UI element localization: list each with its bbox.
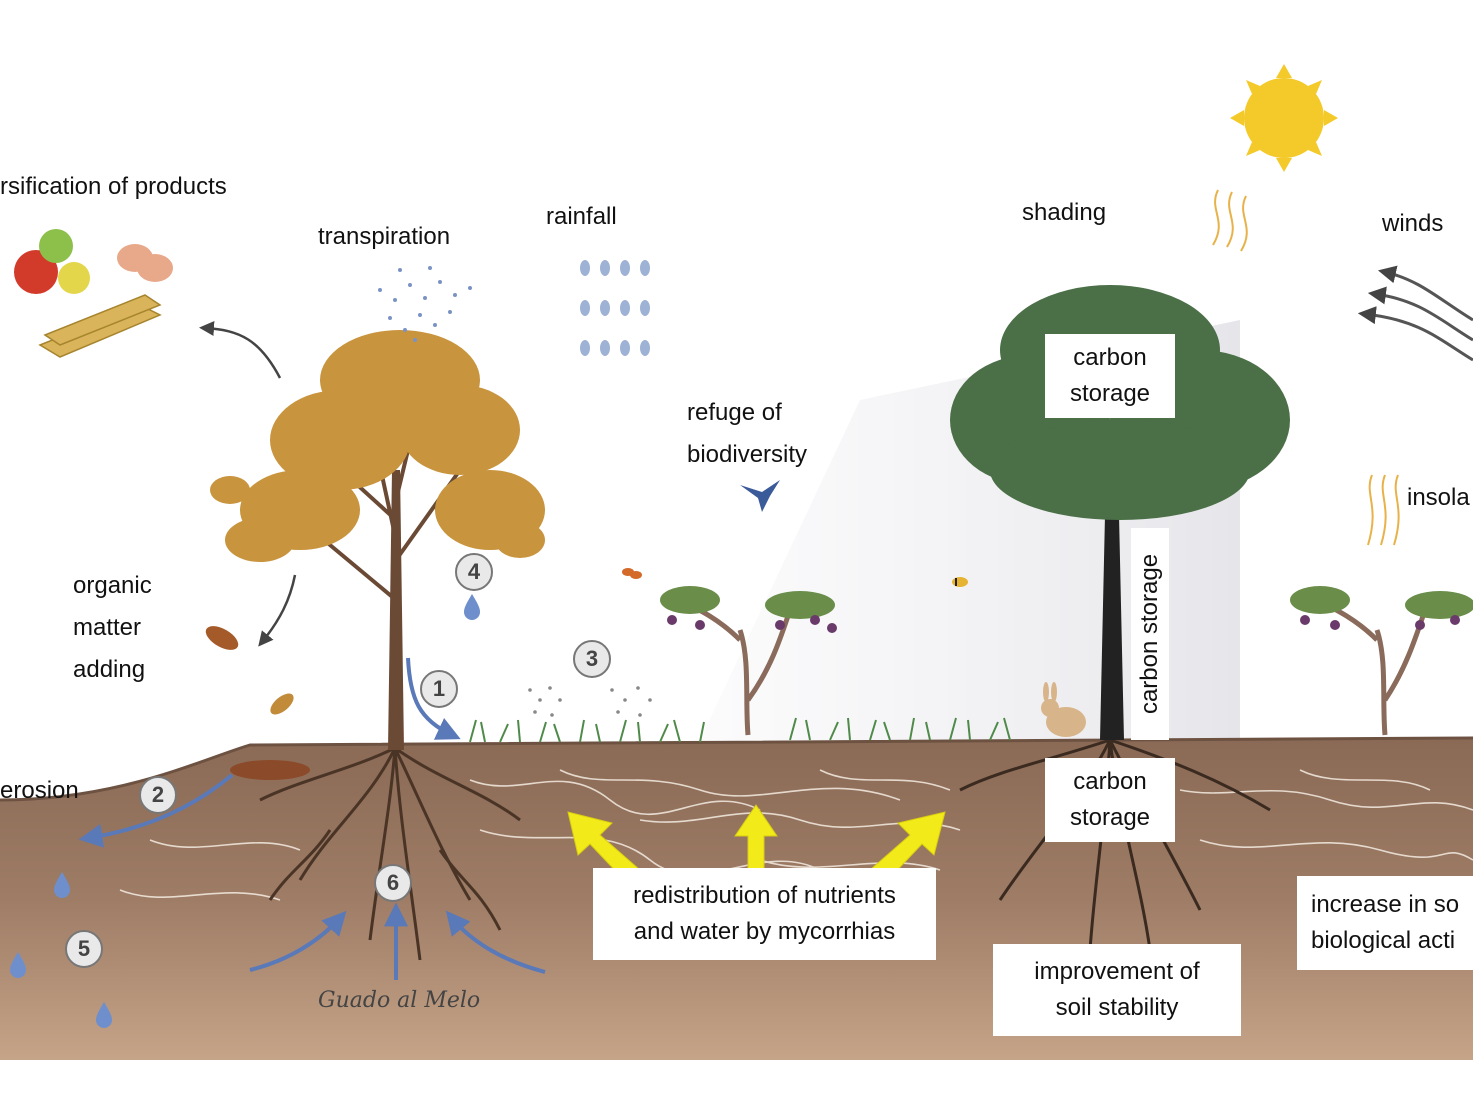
evaporation-dots bbox=[528, 686, 652, 717]
roots-left bbox=[259, 746, 521, 961]
yellow-arrow-center bbox=[734, 804, 778, 871]
falling-leaves bbox=[205, 626, 310, 780]
label-rainfall: rainfall bbox=[546, 203, 617, 230]
transpiration-dots bbox=[378, 266, 472, 342]
grass bbox=[469, 717, 1011, 743]
egg-icon bbox=[117, 244, 173, 282]
butterfly-icon bbox=[622, 568, 642, 579]
box-carbon-storage-roots: carbon storage bbox=[1045, 758, 1175, 842]
sun-icon bbox=[1230, 64, 1338, 172]
arrow-runoff bbox=[78, 773, 234, 848]
box-soil-stability: improvement of soil stability bbox=[993, 944, 1241, 1036]
mycorrhiza-threads bbox=[119, 769, 1473, 901]
badge-2: 2 bbox=[139, 776, 177, 814]
label-refuge-biodiversity: refuge of biodiversity bbox=[687, 399, 808, 468]
label-erosion: erosion bbox=[0, 777, 79, 804]
bee-icon bbox=[952, 577, 968, 587]
grapevine-1 bbox=[660, 586, 837, 736]
heat-waves-icon bbox=[1212, 189, 1400, 546]
credit-signature: Guado al Melo bbox=[318, 988, 481, 1013]
grapevine-2 bbox=[1290, 586, 1473, 736]
label-diversification: rsification of products bbox=[0, 173, 227, 200]
yellow-arrows bbox=[567, 804, 946, 883]
rain-drops-icon bbox=[580, 260, 650, 356]
box-carbon-storage-trunk: carbon storage bbox=[1131, 528, 1169, 740]
water-drops-icon bbox=[10, 594, 480, 1028]
box-biological-activity: increase in so biological acti bbox=[1297, 876, 1473, 970]
box-carbon-storage-canopy: carbon storage bbox=[1045, 334, 1175, 418]
box-mycorrhiza: redistribution of nutrients and water by… bbox=[593, 868, 936, 960]
arrow-organic-matter bbox=[258, 574, 297, 647]
rabbit-icon bbox=[1041, 682, 1086, 737]
arrow-infiltration bbox=[406, 657, 461, 740]
arrow-to-products bbox=[199, 321, 282, 379]
badge-1: 1 bbox=[420, 670, 458, 708]
label-organic-matter: organic matter adding bbox=[73, 572, 152, 683]
bird-icon bbox=[740, 480, 780, 512]
badge-5: 5 bbox=[65, 930, 103, 968]
label-carbon-storage-trunk: carbon storage bbox=[1136, 553, 1164, 715]
badge-6: 6 bbox=[374, 864, 412, 902]
label-insolation: insola bbox=[1407, 484, 1470, 511]
arrow-root-uptake-3 bbox=[445, 910, 546, 974]
label-shading: shading bbox=[1022, 199, 1107, 226]
wood-planks-icon bbox=[38, 294, 162, 358]
badge-4: 4 bbox=[455, 553, 493, 591]
apple-icon bbox=[14, 229, 90, 294]
autumn-tree bbox=[210, 330, 545, 750]
wind-icon bbox=[1357, 265, 1473, 362]
arrow-root-uptake-1 bbox=[249, 910, 347, 972]
badge-3: 3 bbox=[573, 640, 611, 678]
label-winds: winds bbox=[1382, 210, 1444, 237]
label-transpiration: transpiration bbox=[318, 223, 451, 250]
